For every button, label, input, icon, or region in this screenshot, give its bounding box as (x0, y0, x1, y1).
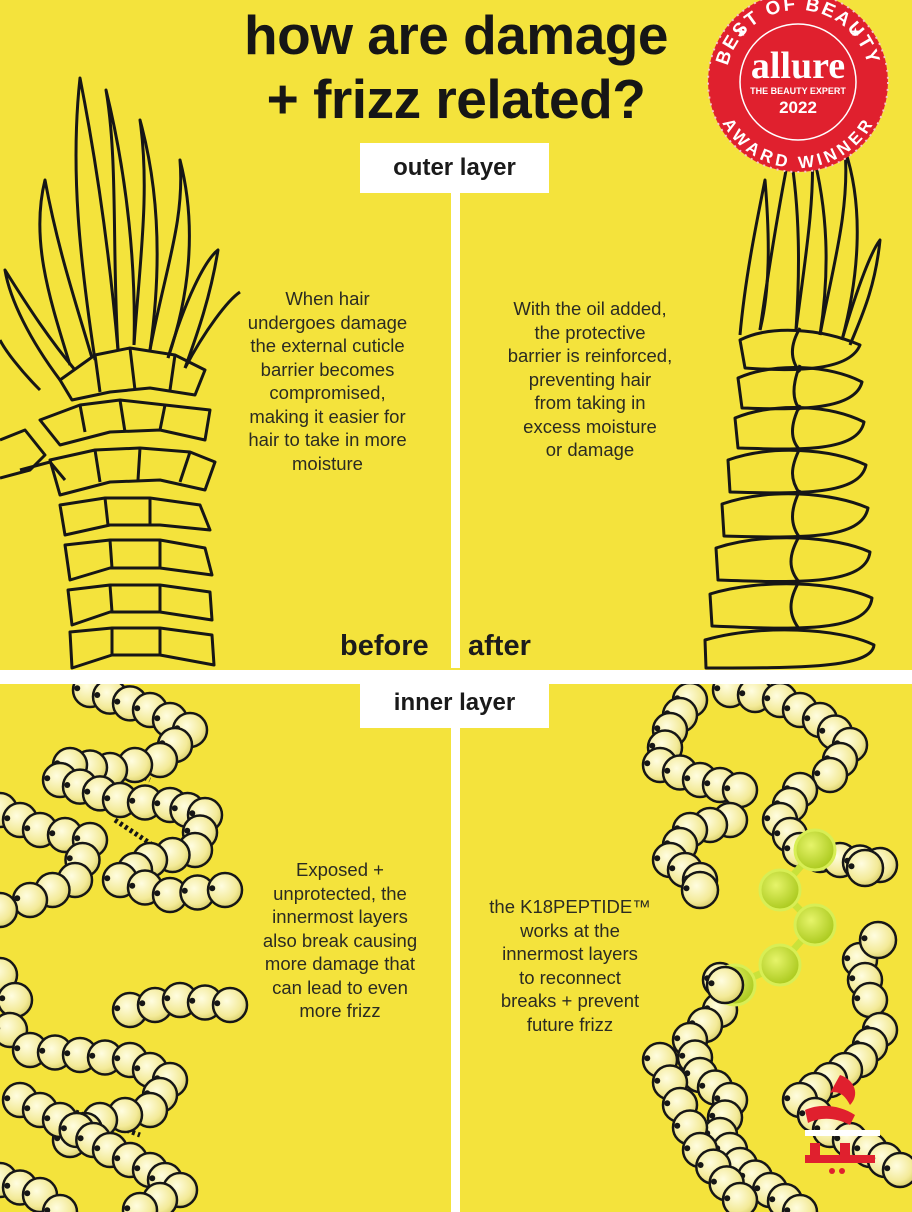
svg-text:★: ★ (850, 25, 861, 39)
page-title-line1: how are damage (244, 4, 668, 66)
bead (811, 756, 849, 794)
inner-after-text: the K18PEPTIDE™ works at the innermost l… (489, 896, 651, 1035)
healthy-hair-icon (738, 148, 882, 346)
seal-year: 2022 (779, 98, 817, 117)
bead (0, 981, 34, 1019)
outer-before-text: When hair undergoes damage the external … (247, 288, 408, 474)
outer-after-text: With the oil added, the protective barri… (507, 298, 673, 460)
seal-brand: allure (751, 45, 845, 87)
inner-before-text: Exposed + unprotected, the innermost lay… (262, 859, 418, 1021)
bead (680, 870, 720, 910)
damaged-cuticle-scales-icon (0, 346, 217, 670)
after-label: after (468, 630, 531, 662)
bead (858, 920, 898, 960)
site-logo-watermark-icon (805, 1075, 880, 1174)
bead (845, 848, 885, 888)
reconnected-bead-chains-icon (641, 671, 912, 1212)
section-divider (0, 670, 912, 684)
bead (881, 1151, 912, 1189)
bead (721, 1181, 759, 1212)
before-label: before (340, 630, 429, 662)
inner-divider (451, 728, 460, 1212)
sealed-cuticle-scales-icon (703, 327, 876, 670)
page-title-line2: + frizz related? (266, 68, 646, 130)
bead (121, 1191, 159, 1212)
allure-award-seal-icon: BEST OF BEAUTY AWARD WINNER allure THE B… (707, 0, 889, 173)
bead (211, 986, 249, 1024)
bead (0, 891, 19, 929)
seal-tagline: THE BEAUTY EXPERT (750, 86, 846, 96)
bead (781, 1193, 819, 1212)
svg-text:★: ★ (736, 25, 747, 39)
bead (705, 965, 745, 1005)
inner-layer-label: inner layer (360, 678, 549, 728)
damaged-hair-fibers-icon (0, 76, 241, 392)
bead (206, 871, 244, 909)
bead (41, 1193, 79, 1212)
outer-divider (451, 190, 460, 668)
outer-layer-label: outer layer (360, 143, 549, 193)
broken-bead-chains-icon (0, 671, 249, 1212)
